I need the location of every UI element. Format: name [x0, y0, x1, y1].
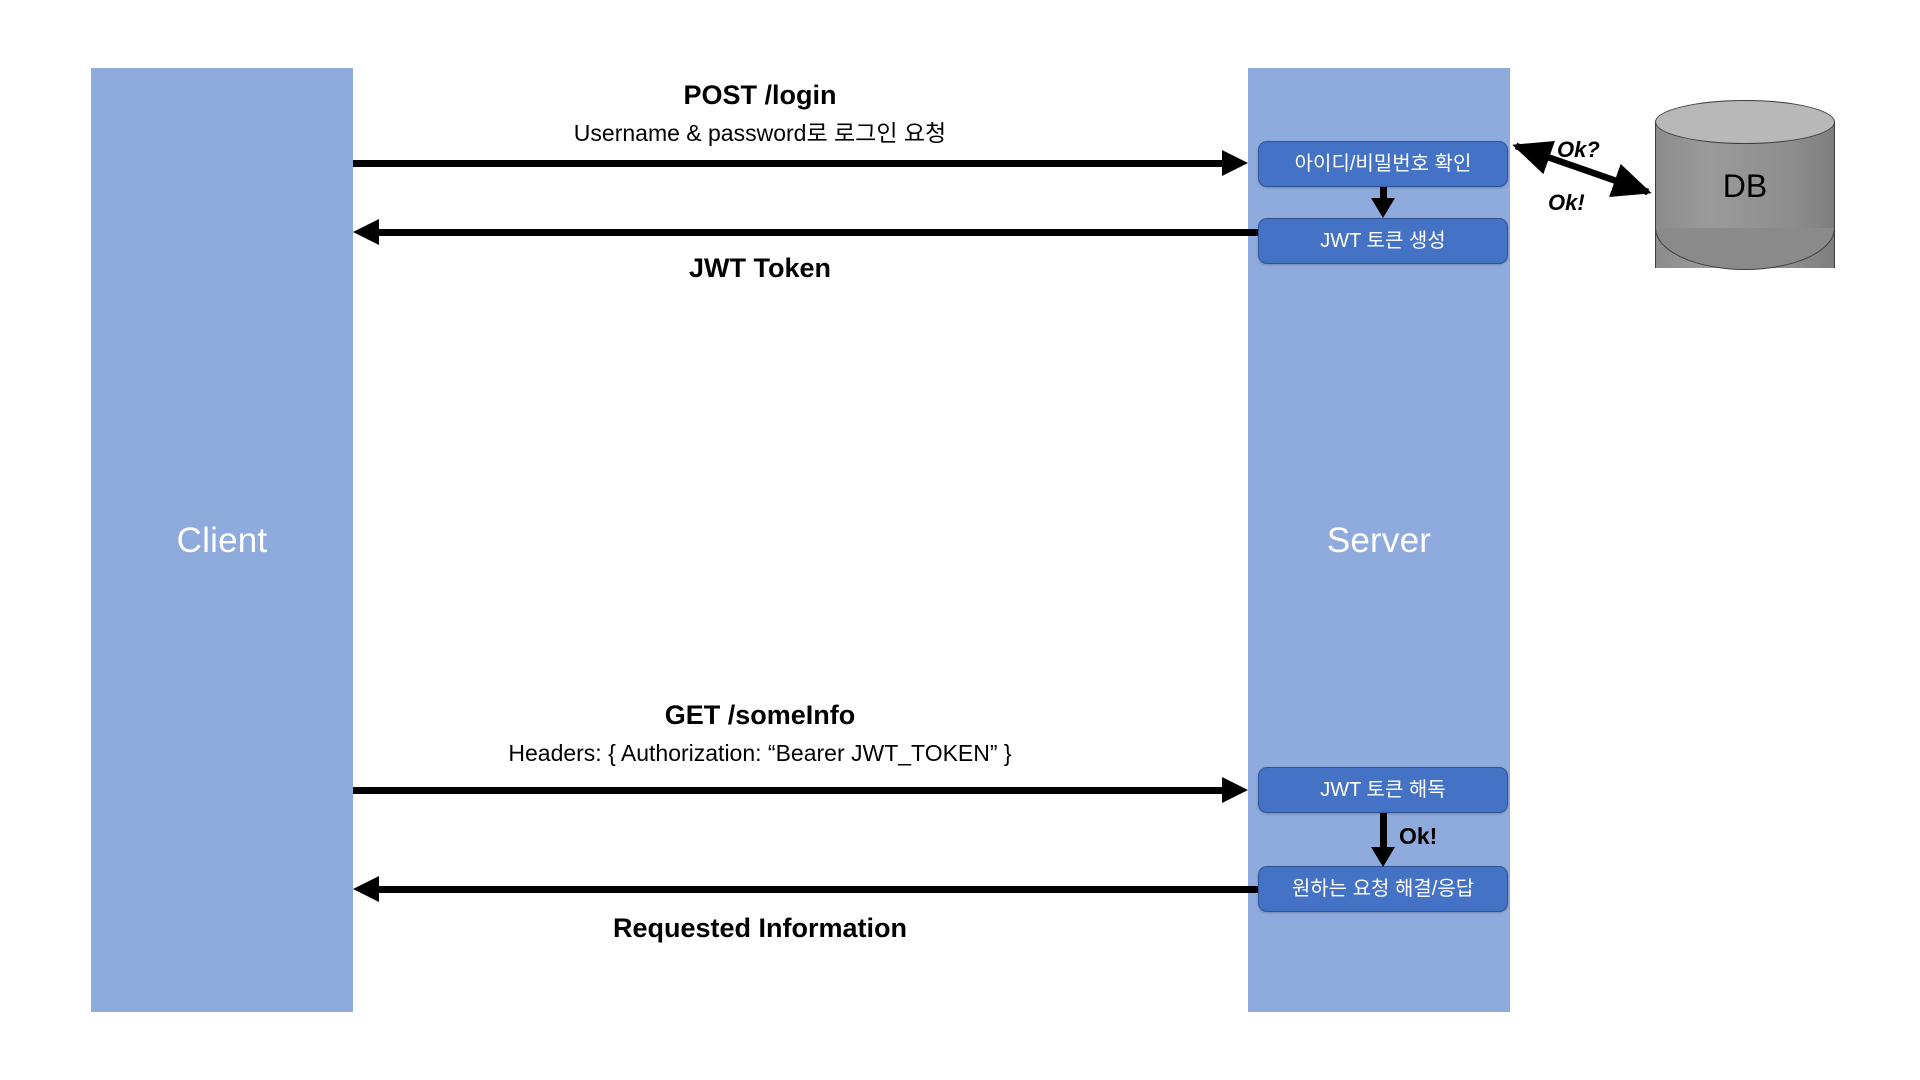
- arrow-info-response-head: [353, 876, 379, 902]
- db-exchange-arrow: [1512, 140, 1652, 198]
- message-info-request-subtitle: Headers: { Authorization: “Bearer JWT_TO…: [508, 740, 1012, 766]
- internal-arrow-decode-to-resolve-head: [1371, 847, 1395, 867]
- database-label: DB: [1722, 168, 1768, 204]
- message-info-request-title: GET /someInfo: [664, 700, 856, 730]
- database-cylinder: DB: [1655, 100, 1837, 290]
- process-box-create-token-label: JWT 토큰 생성: [1320, 230, 1446, 252]
- process-box-create-token: JWT 토큰 생성: [1258, 218, 1508, 264]
- process-box-resolve-request: 원하는 요청 해결/응답: [1258, 866, 1508, 912]
- message-login-request-subtitle: Username & password로 로그인 요청: [573, 120, 947, 146]
- process-box-decode-token-label: JWT 토큰 해독: [1320, 779, 1446, 801]
- database-top-ellipse: [1655, 100, 1835, 144]
- process-box-decode-token: JWT 토큰 해독: [1258, 767, 1508, 813]
- arrow-info-response-line: [379, 886, 1258, 893]
- db-query-label: Ok?: [1557, 137, 1600, 162]
- message-login-request-title: POST /login: [683, 80, 837, 110]
- client-label: Client: [176, 520, 268, 560]
- db-reply-label: Ok!: [1548, 190, 1585, 215]
- arrow-login-response-head: [353, 219, 379, 245]
- arrow-login-request-line: [353, 160, 1223, 167]
- process-box-verify-credentials-label: 아이디/비밀번호 확인: [1294, 153, 1472, 175]
- arrow-info-request-head: [1222, 777, 1248, 803]
- message-login-response-title: JWT Token: [688, 253, 831, 283]
- arrow-info-request-line: [353, 787, 1223, 794]
- process-box-resolve-request-label: 원하는 요청 해결/응답: [1291, 878, 1475, 900]
- server-label: Server: [1326, 520, 1432, 560]
- internal-flow-ok-label: Ok!: [1399, 823, 1438, 849]
- process-box-verify-credentials: 아이디/비밀번호 확인: [1258, 141, 1508, 187]
- client-lifeline: Client: [91, 68, 353, 1012]
- internal-arrow-verify-to-create-line: [1380, 187, 1387, 202]
- internal-arrow-verify-to-create-head: [1371, 198, 1395, 218]
- message-info-response-title: Requested Information: [612, 913, 908, 943]
- arrow-login-response-line: [379, 229, 1258, 236]
- internal-arrow-decode-to-resolve-line: [1380, 813, 1387, 851]
- arrow-login-request-head: [1222, 150, 1248, 176]
